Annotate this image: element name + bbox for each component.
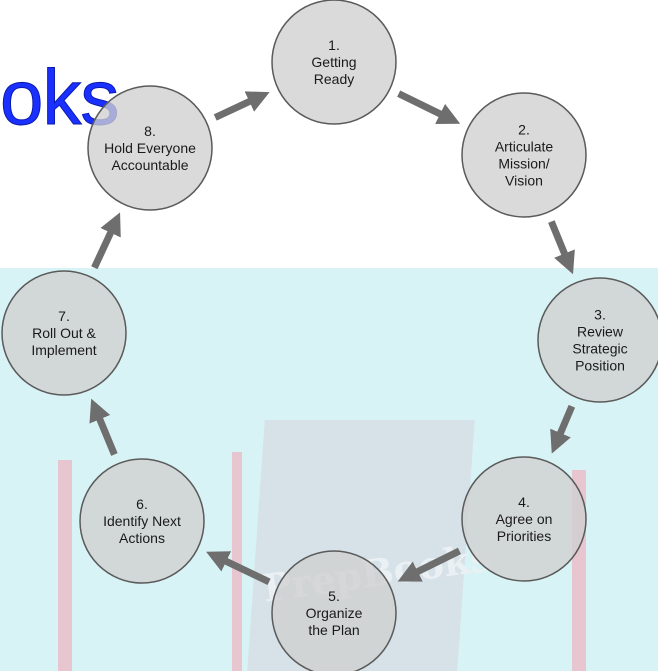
step-text-line: Strategic <box>572 341 627 357</box>
step-text-line: Organize <box>306 605 363 621</box>
step-circle <box>79 458 205 584</box>
cycle-arrow <box>91 212 121 270</box>
step-text-line: Mission/ <box>498 156 549 172</box>
cycle-arrow <box>397 90 461 124</box>
step-number: 1. <box>328 37 340 53</box>
step-text-line: the Plan <box>308 622 359 638</box>
step-text-line: Roll Out & <box>32 325 96 341</box>
step-number: 5. <box>328 588 340 604</box>
step-circle <box>461 456 587 582</box>
cycle-arrow <box>206 551 271 586</box>
step-text-line: Vision <box>505 173 543 189</box>
step-number: 4. <box>518 494 530 510</box>
step-label: 7.Roll Out &Implement <box>31 308 96 358</box>
watermark-bar-mid <box>232 452 242 671</box>
step-text-line: Getting <box>311 54 356 70</box>
step-circle <box>1 270 127 396</box>
step-text-line: Accountable <box>111 157 188 173</box>
step-number: 6. <box>136 496 148 512</box>
step-number: 8. <box>144 123 156 139</box>
step-text-line: Ready <box>314 71 354 87</box>
step-circle <box>271 550 397 671</box>
step-circle <box>271 0 397 125</box>
step-number: 7. <box>58 308 70 324</box>
step-text-line: Implement <box>31 342 96 358</box>
step-number: 3. <box>594 307 606 323</box>
step-text-line: Identify Next <box>103 513 181 529</box>
step-text-line: Hold Everyone <box>104 140 196 156</box>
step-number: 2. <box>518 122 530 138</box>
step-circle <box>87 85 213 211</box>
cycle-arrow <box>213 91 270 121</box>
cycle-arrow <box>89 398 118 456</box>
cycle-arrow <box>548 220 575 275</box>
watermark-bar-left <box>58 460 72 671</box>
step-text-line: Review <box>577 324 624 340</box>
step-text-line: Articulate <box>495 139 554 155</box>
step-node: 7.Roll Out &Implement <box>1 270 127 396</box>
step-text-line: Actions <box>119 530 165 546</box>
step-text-line: Position <box>575 358 625 374</box>
step-circle <box>461 92 587 218</box>
cycle-arrow <box>550 404 576 454</box>
cycle-arrow <box>397 547 462 582</box>
step-circle <box>537 277 658 403</box>
step-text-line: Agree on <box>496 511 553 527</box>
step-text-line: Priorities <box>497 528 551 544</box>
